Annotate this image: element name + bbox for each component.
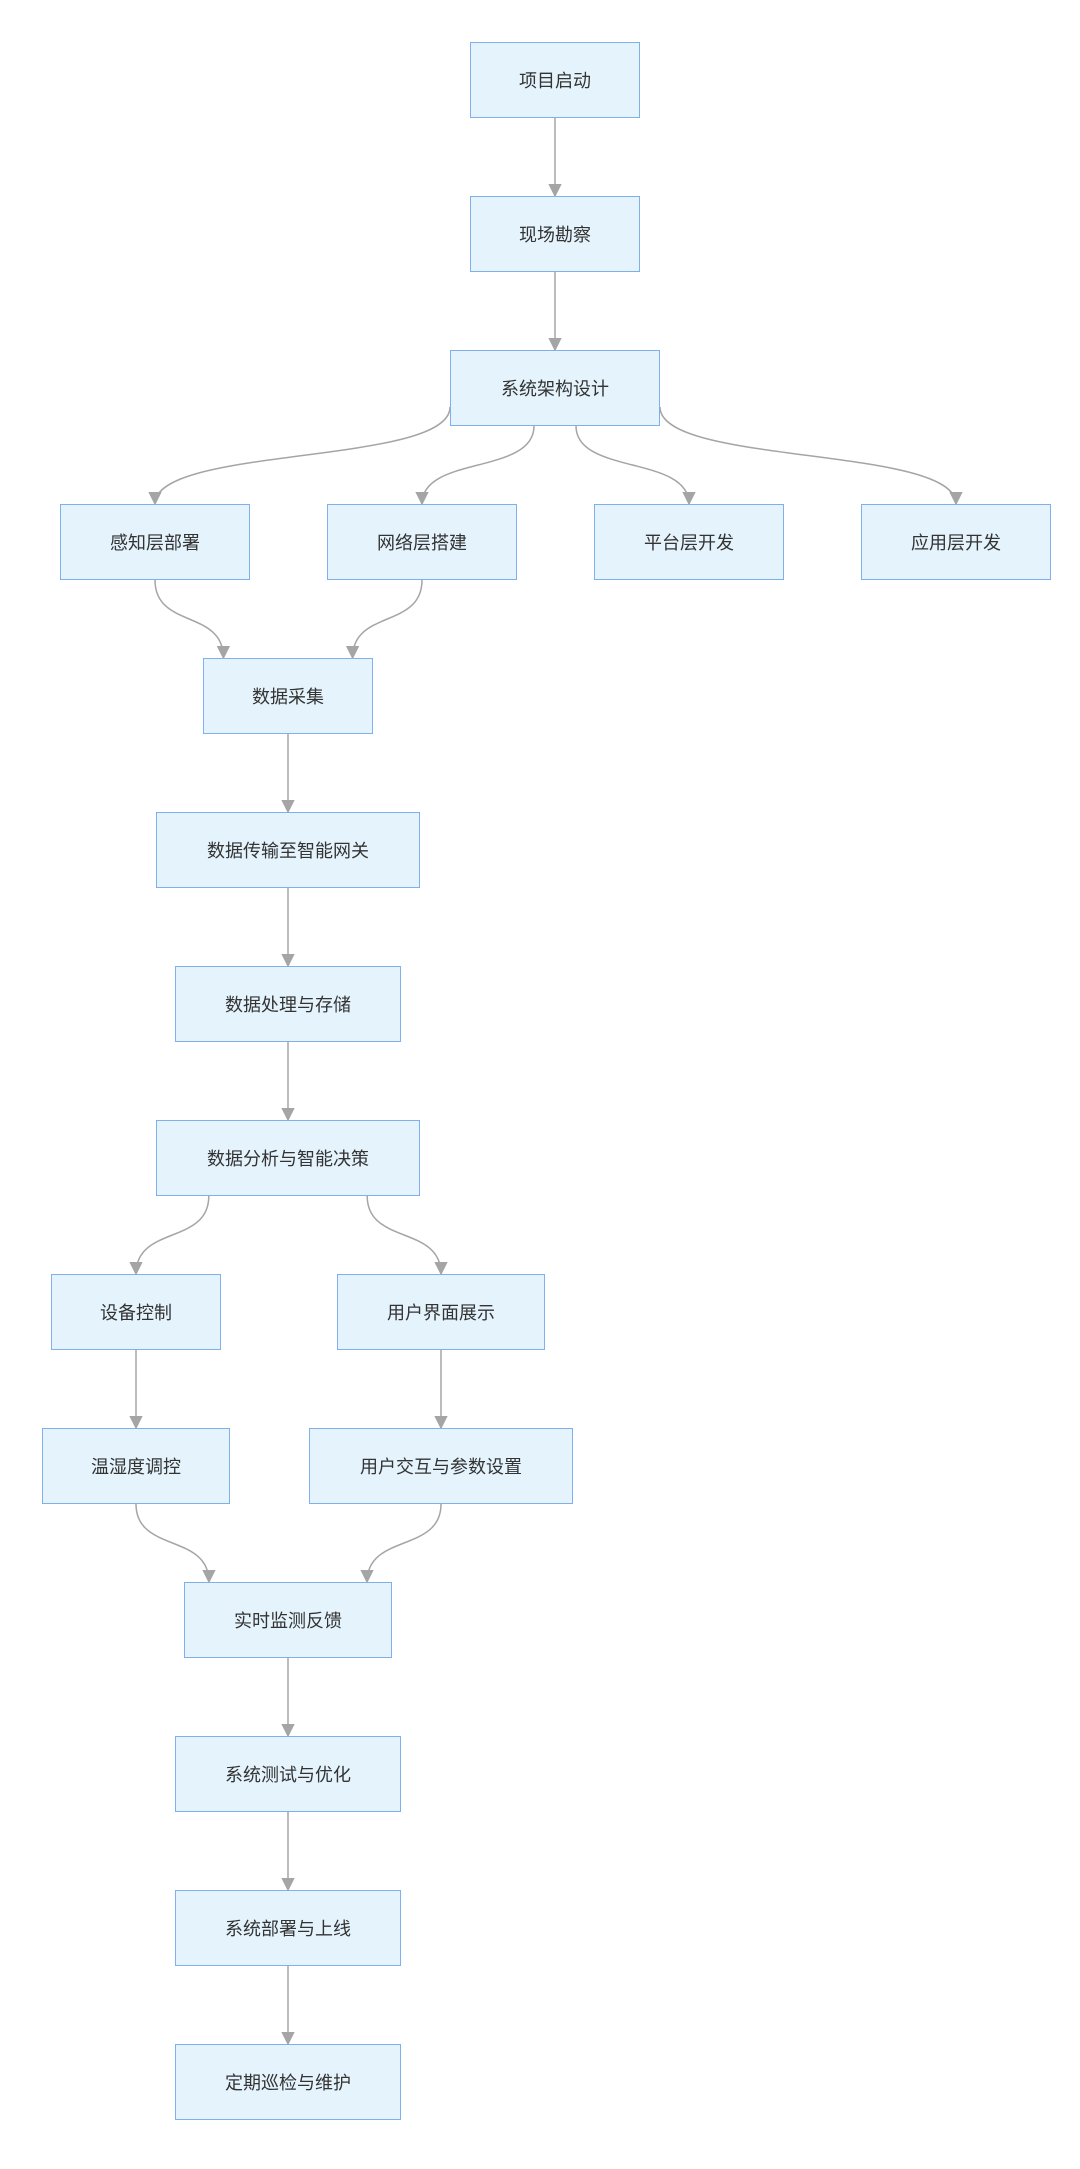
node-ui: 用户界面展示 [337, 1274, 545, 1350]
node-test: 系统测试与优化 [175, 1736, 401, 1812]
node-app: 应用层开发 [861, 504, 1051, 580]
edge-arch-to-app [659, 406, 963, 506]
node-deploy: 系统部署与上线 [175, 1890, 401, 1966]
edge-interact-to-monitor [360, 1503, 442, 1584]
node-platform: 平台层开发 [594, 504, 784, 580]
node-monitor: 实时监测反馈 [184, 1582, 392, 1658]
edge-analyze-to-ui [366, 1195, 448, 1276]
node-survey: 现场勘察 [470, 196, 640, 272]
node-maintain: 定期巡检与维护 [175, 2044, 401, 2120]
node-network: 网络层搭建 [327, 504, 517, 580]
node-process: 数据处理与存储 [175, 966, 401, 1042]
node-device: 设备控制 [51, 1274, 221, 1350]
node-temp: 温湿度调控 [42, 1428, 230, 1504]
node-sense: 感知层部署 [60, 504, 250, 580]
edge-arch-to-platform [575, 425, 696, 506]
node-collect: 数据采集 [203, 658, 373, 734]
edge-arch-to-sense [148, 406, 451, 506]
node-transmit: 数据传输至智能网关 [156, 812, 420, 888]
node-interact: 用户交互与参数设置 [309, 1428, 573, 1504]
node-analyze: 数据分析与智能决策 [156, 1120, 420, 1196]
edge-analyze-to-device [129, 1195, 210, 1276]
node-start: 项目启动 [470, 42, 640, 118]
edge-temp-to-monitor [135, 1503, 216, 1584]
node-arch: 系统架构设计 [450, 350, 660, 426]
edge-sense-to-collect [154, 579, 231, 660]
edge-network-to-collect [345, 579, 423, 660]
edge-arch-to-network [415, 425, 535, 506]
